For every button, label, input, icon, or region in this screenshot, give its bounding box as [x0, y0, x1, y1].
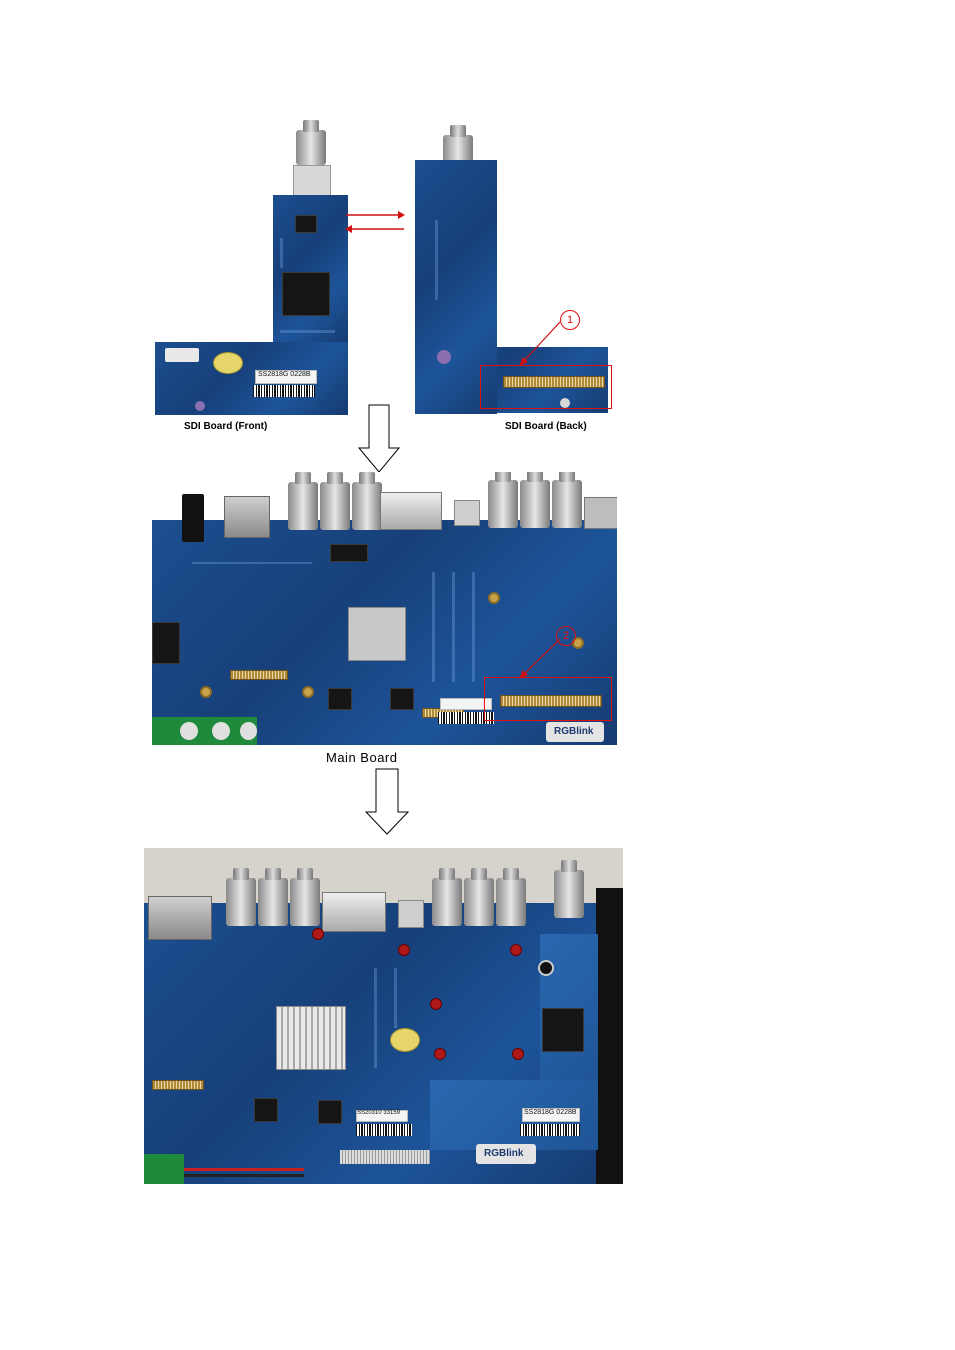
bnc-connector-icon	[290, 868, 320, 926]
barcode	[520, 1124, 580, 1136]
down-arrow-icon	[364, 768, 410, 835]
qc-passed-sticker	[390, 1028, 420, 1052]
assembled-board-photo: SS2818G 0228B SS20310 33159 RGBlink	[144, 848, 623, 1184]
swap-arrows-icon	[345, 211, 405, 233]
heatsink	[276, 1006, 346, 1070]
qc-passed-sticker	[213, 352, 243, 374]
bnc-connector-icon	[464, 868, 494, 926]
main-processor-chip	[348, 607, 406, 661]
main-serial-label: SS20310 33159	[357, 1110, 401, 1116]
fpga-chip	[542, 1008, 584, 1052]
sdi-front-photo: SS2818G 0228B	[155, 120, 348, 415]
assembled-brand-label: RGBlink	[484, 1148, 524, 1159]
front-serial-label: SS2818G 0228B	[258, 371, 311, 378]
bnc-connector-icon	[288, 472, 318, 530]
barcode	[356, 1124, 412, 1136]
barcode	[253, 385, 315, 397]
connector-highlight-box-1	[480, 365, 612, 409]
main-board-photo: RGBlink	[152, 472, 617, 745]
connector-highlight-box-2	[484, 677, 612, 721]
assembled-serial-label: SS2818G 0228B	[524, 1109, 577, 1116]
bnc-connector-icon	[296, 120, 326, 165]
callout-2: 2	[556, 626, 576, 646]
brand-logo	[476, 1144, 536, 1164]
bnc-connector-icon	[226, 868, 256, 926]
bnc-connector-icon	[552, 472, 582, 528]
dvi-connector	[380, 492, 442, 530]
bnc-connector-icon	[520, 472, 550, 528]
barcode	[438, 712, 494, 724]
callout-arrow-icon	[519, 638, 561, 679]
brand-logo	[546, 722, 604, 742]
sdi-back-photo	[415, 125, 608, 415]
bnc-connector-icon	[496, 868, 526, 926]
main-brand-label: RGBlink	[554, 726, 594, 737]
callout-arrow-icon	[519, 321, 561, 366]
bnc-connector-icon	[320, 472, 350, 530]
sdi-back-caption: SDI Board (Back)	[505, 421, 587, 432]
bnc-connector-icon	[488, 472, 518, 528]
board-to-board-connector	[503, 376, 605, 388]
main-board-caption: Main Board	[326, 750, 398, 765]
callout-1: 1	[560, 310, 580, 330]
bnc-connector-icon	[432, 868, 462, 926]
sdi-front-caption: SDI Board (Front)	[184, 421, 268, 432]
fpga-chip	[282, 272, 330, 316]
bnc-connector-icon	[352, 472, 382, 530]
down-arrow-icon	[357, 404, 401, 473]
bnc-connector-icon	[554, 860, 584, 918]
dvi-connector	[322, 892, 386, 932]
board-to-board-connector	[500, 695, 602, 707]
bnc-connector-icon	[258, 868, 288, 926]
